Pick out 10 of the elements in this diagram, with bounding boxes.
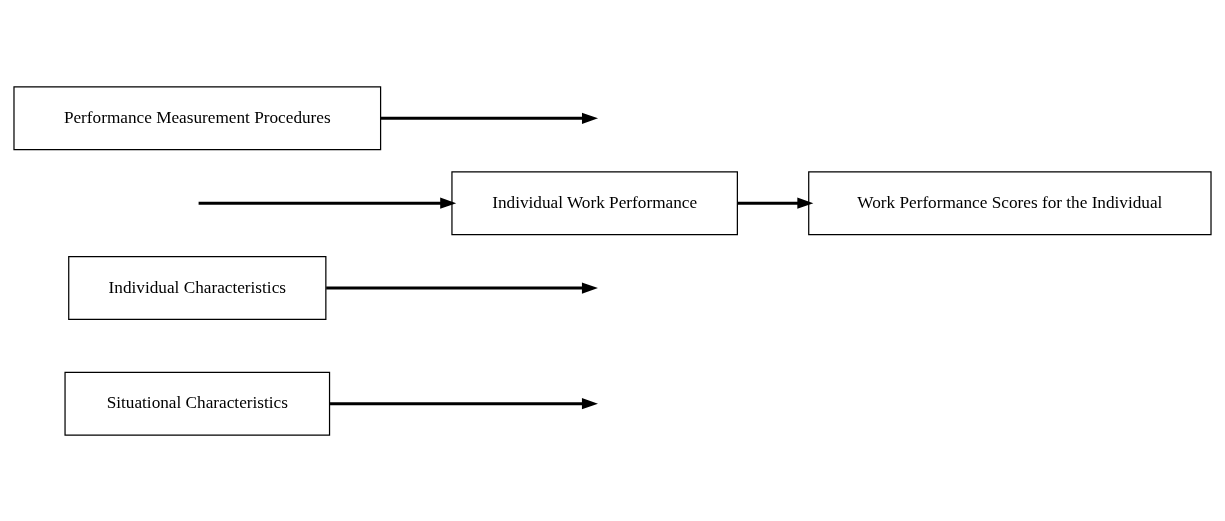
arrow (380, 112, 599, 124)
node-box: Individual Characteristics (68, 255, 327, 320)
arrow (330, 397, 598, 409)
node-box: Work Performance Scores for the Individual (808, 170, 1212, 235)
arrow (198, 197, 457, 209)
node-box: Individual Work Performance (451, 170, 738, 235)
arrow (737, 197, 814, 209)
arrow (326, 281, 598, 294)
node-box: Performance Measurement Procedures (13, 85, 382, 150)
node-box: Situational Characteristics (64, 371, 331, 436)
